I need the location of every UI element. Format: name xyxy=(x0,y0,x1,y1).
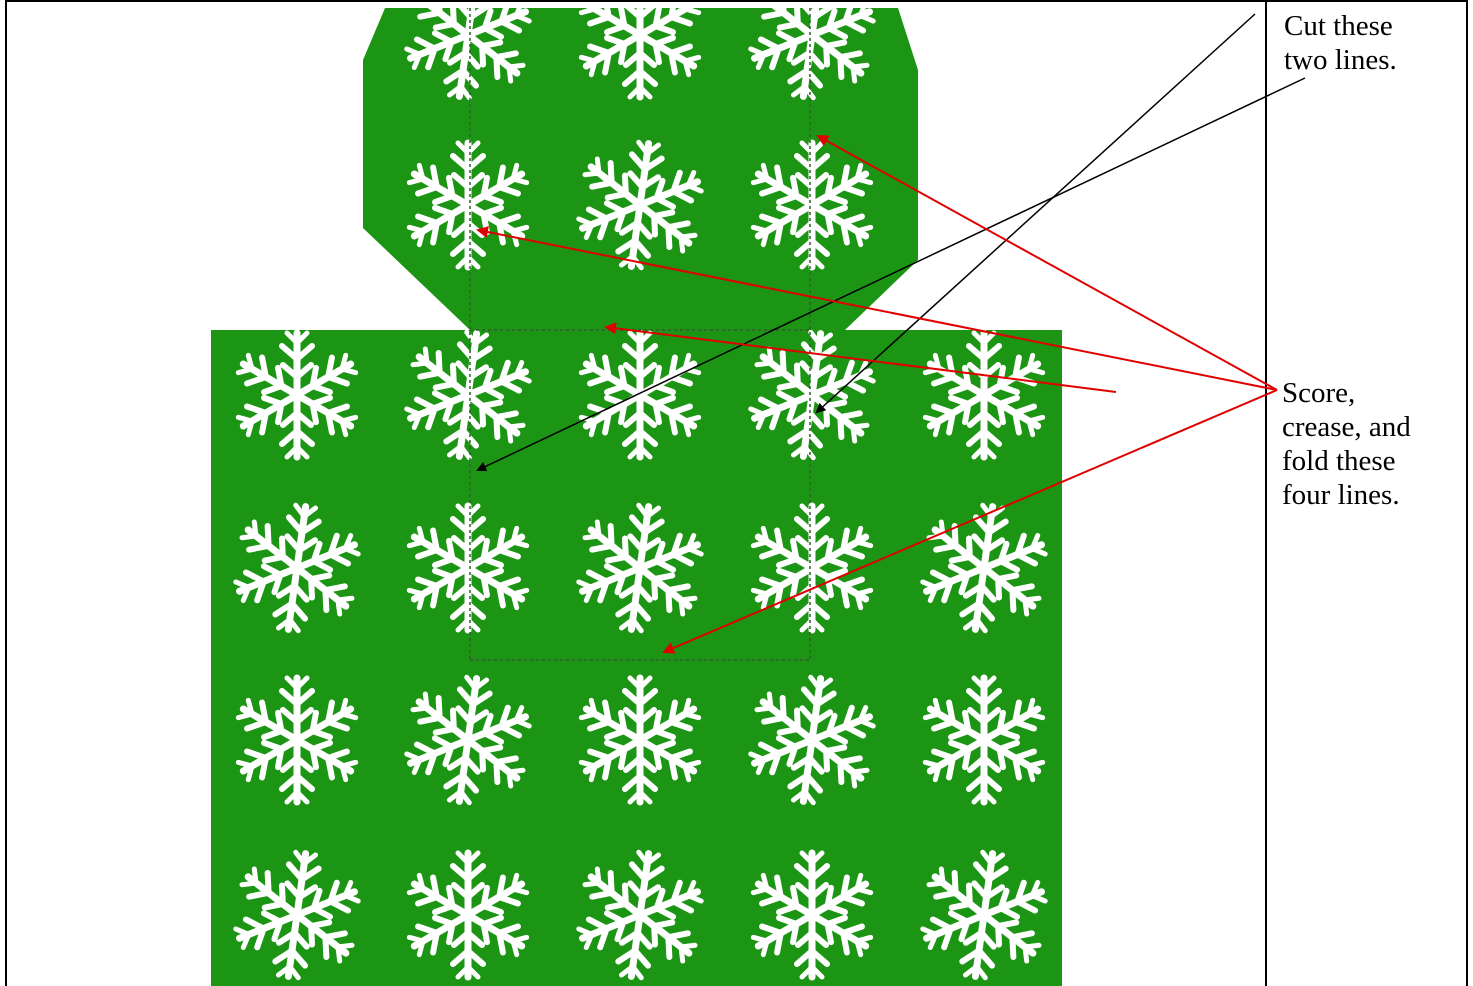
snowflake-icon xyxy=(228,135,366,275)
fold-instruction-line: crease, and xyxy=(1282,410,1411,444)
cut-instruction-line: Cut these xyxy=(1284,9,1397,43)
template-base xyxy=(211,325,1062,986)
cut-instruction: Cut these two lines. xyxy=(1284,9,1397,77)
snowflake-icon xyxy=(236,0,358,97)
cut-instruction-line: two lines. xyxy=(1284,43,1397,77)
fold-instruction-line: fold these xyxy=(1282,444,1411,478)
template-lid xyxy=(228,0,1053,330)
fold-instruction-line: Score, xyxy=(1282,376,1411,410)
snowflake-icon xyxy=(923,0,1045,97)
fold-instruction-line: four lines. xyxy=(1282,478,1411,512)
fold-instruction: Score, crease, and fold these four lines… xyxy=(1282,376,1411,512)
